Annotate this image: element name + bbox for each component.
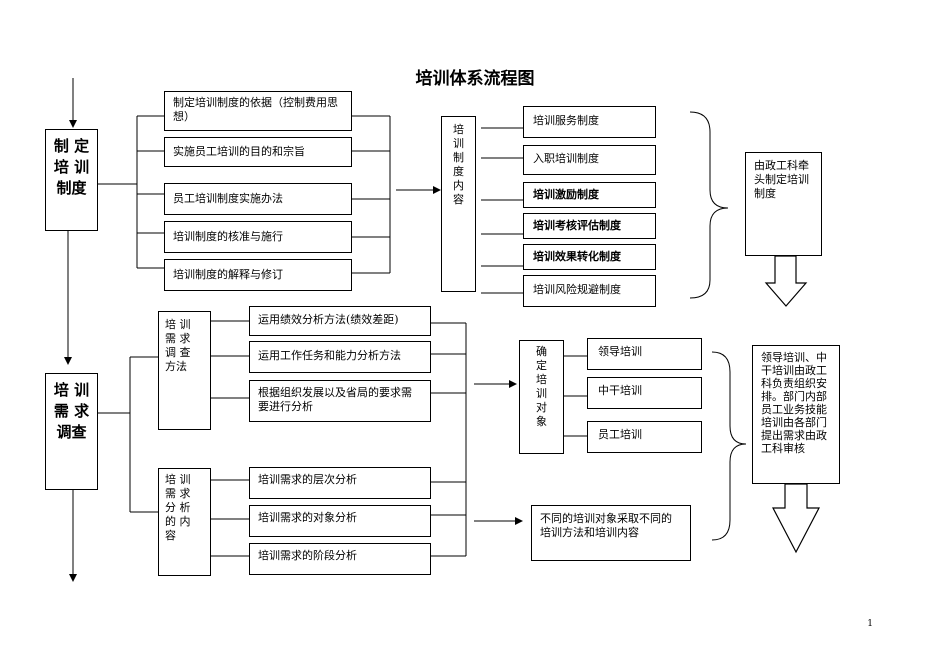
basis-item: 制定培训制度的依据（控制费用思想）: [164, 91, 352, 131]
analysis-item: 培训需求的对象分析: [249, 505, 431, 537]
analysis-item: 培训需求的层次分析: [249, 467, 431, 499]
analysis-item: 培训需求的阶段分析: [249, 543, 431, 575]
page-title: 培训体系流程图: [415, 69, 535, 89]
basis-item: 培训制度的解释与修订: [164, 259, 352, 291]
page-number: 1: [867, 619, 873, 629]
responsible-note-2: 领导培训、中干培训由政工科负责组织安排。部门内部员工业务技能培训由各部门提出需求…: [752, 345, 840, 484]
content-item: 培训考核评估制度: [523, 213, 656, 239]
content-item: 培训风险规避制度: [523, 275, 656, 307]
method-item: 根据组织发展以及省局的要求需要进行分析: [249, 380, 431, 422]
down-arrow-2: [772, 483, 820, 554]
content-item: 培训服务制度: [523, 106, 656, 138]
method-item: 运用绩效分析方法(绩效差距): [249, 306, 431, 336]
section-needs-survey: 培 训 需 求 调查: [45, 373, 98, 490]
responsible-note-1: 由政工科牵头制定培训制度: [745, 152, 822, 256]
section-training-system: 制 定 培 训 制度: [45, 129, 98, 231]
method-item: 运用工作任务和能力分析方法: [249, 341, 431, 373]
basis-item: 培训制度的核准与施行: [164, 221, 352, 253]
content-label: 培训制度内容: [441, 116, 476, 292]
content-item: 入职培训制度: [523, 145, 656, 175]
down-arrow-1: [764, 255, 808, 307]
content-item: 培训效果转化制度: [523, 244, 656, 270]
brace-2: [711, 351, 747, 541]
basis-item: 员工培训制度实施办法: [164, 183, 352, 215]
target-item: 员工培训: [587, 421, 702, 453]
analysis-label: 培 训 需 求 分 析 的 内 容: [158, 468, 211, 576]
content-item: 培训激励制度: [523, 182, 656, 208]
target-item: 领导培训: [587, 338, 702, 370]
target-item: 中干培训: [587, 377, 702, 409]
brace-1: [689, 111, 729, 299]
method-label: 培 训 需 求 调 查 方法: [158, 311, 211, 430]
target-label: 确定培训对象: [519, 340, 564, 454]
basis-item: 实施员工培训的目的和宗旨: [164, 137, 352, 167]
different-note: 不同的培训对象采取不同的培训方法和培训内容: [531, 505, 691, 561]
